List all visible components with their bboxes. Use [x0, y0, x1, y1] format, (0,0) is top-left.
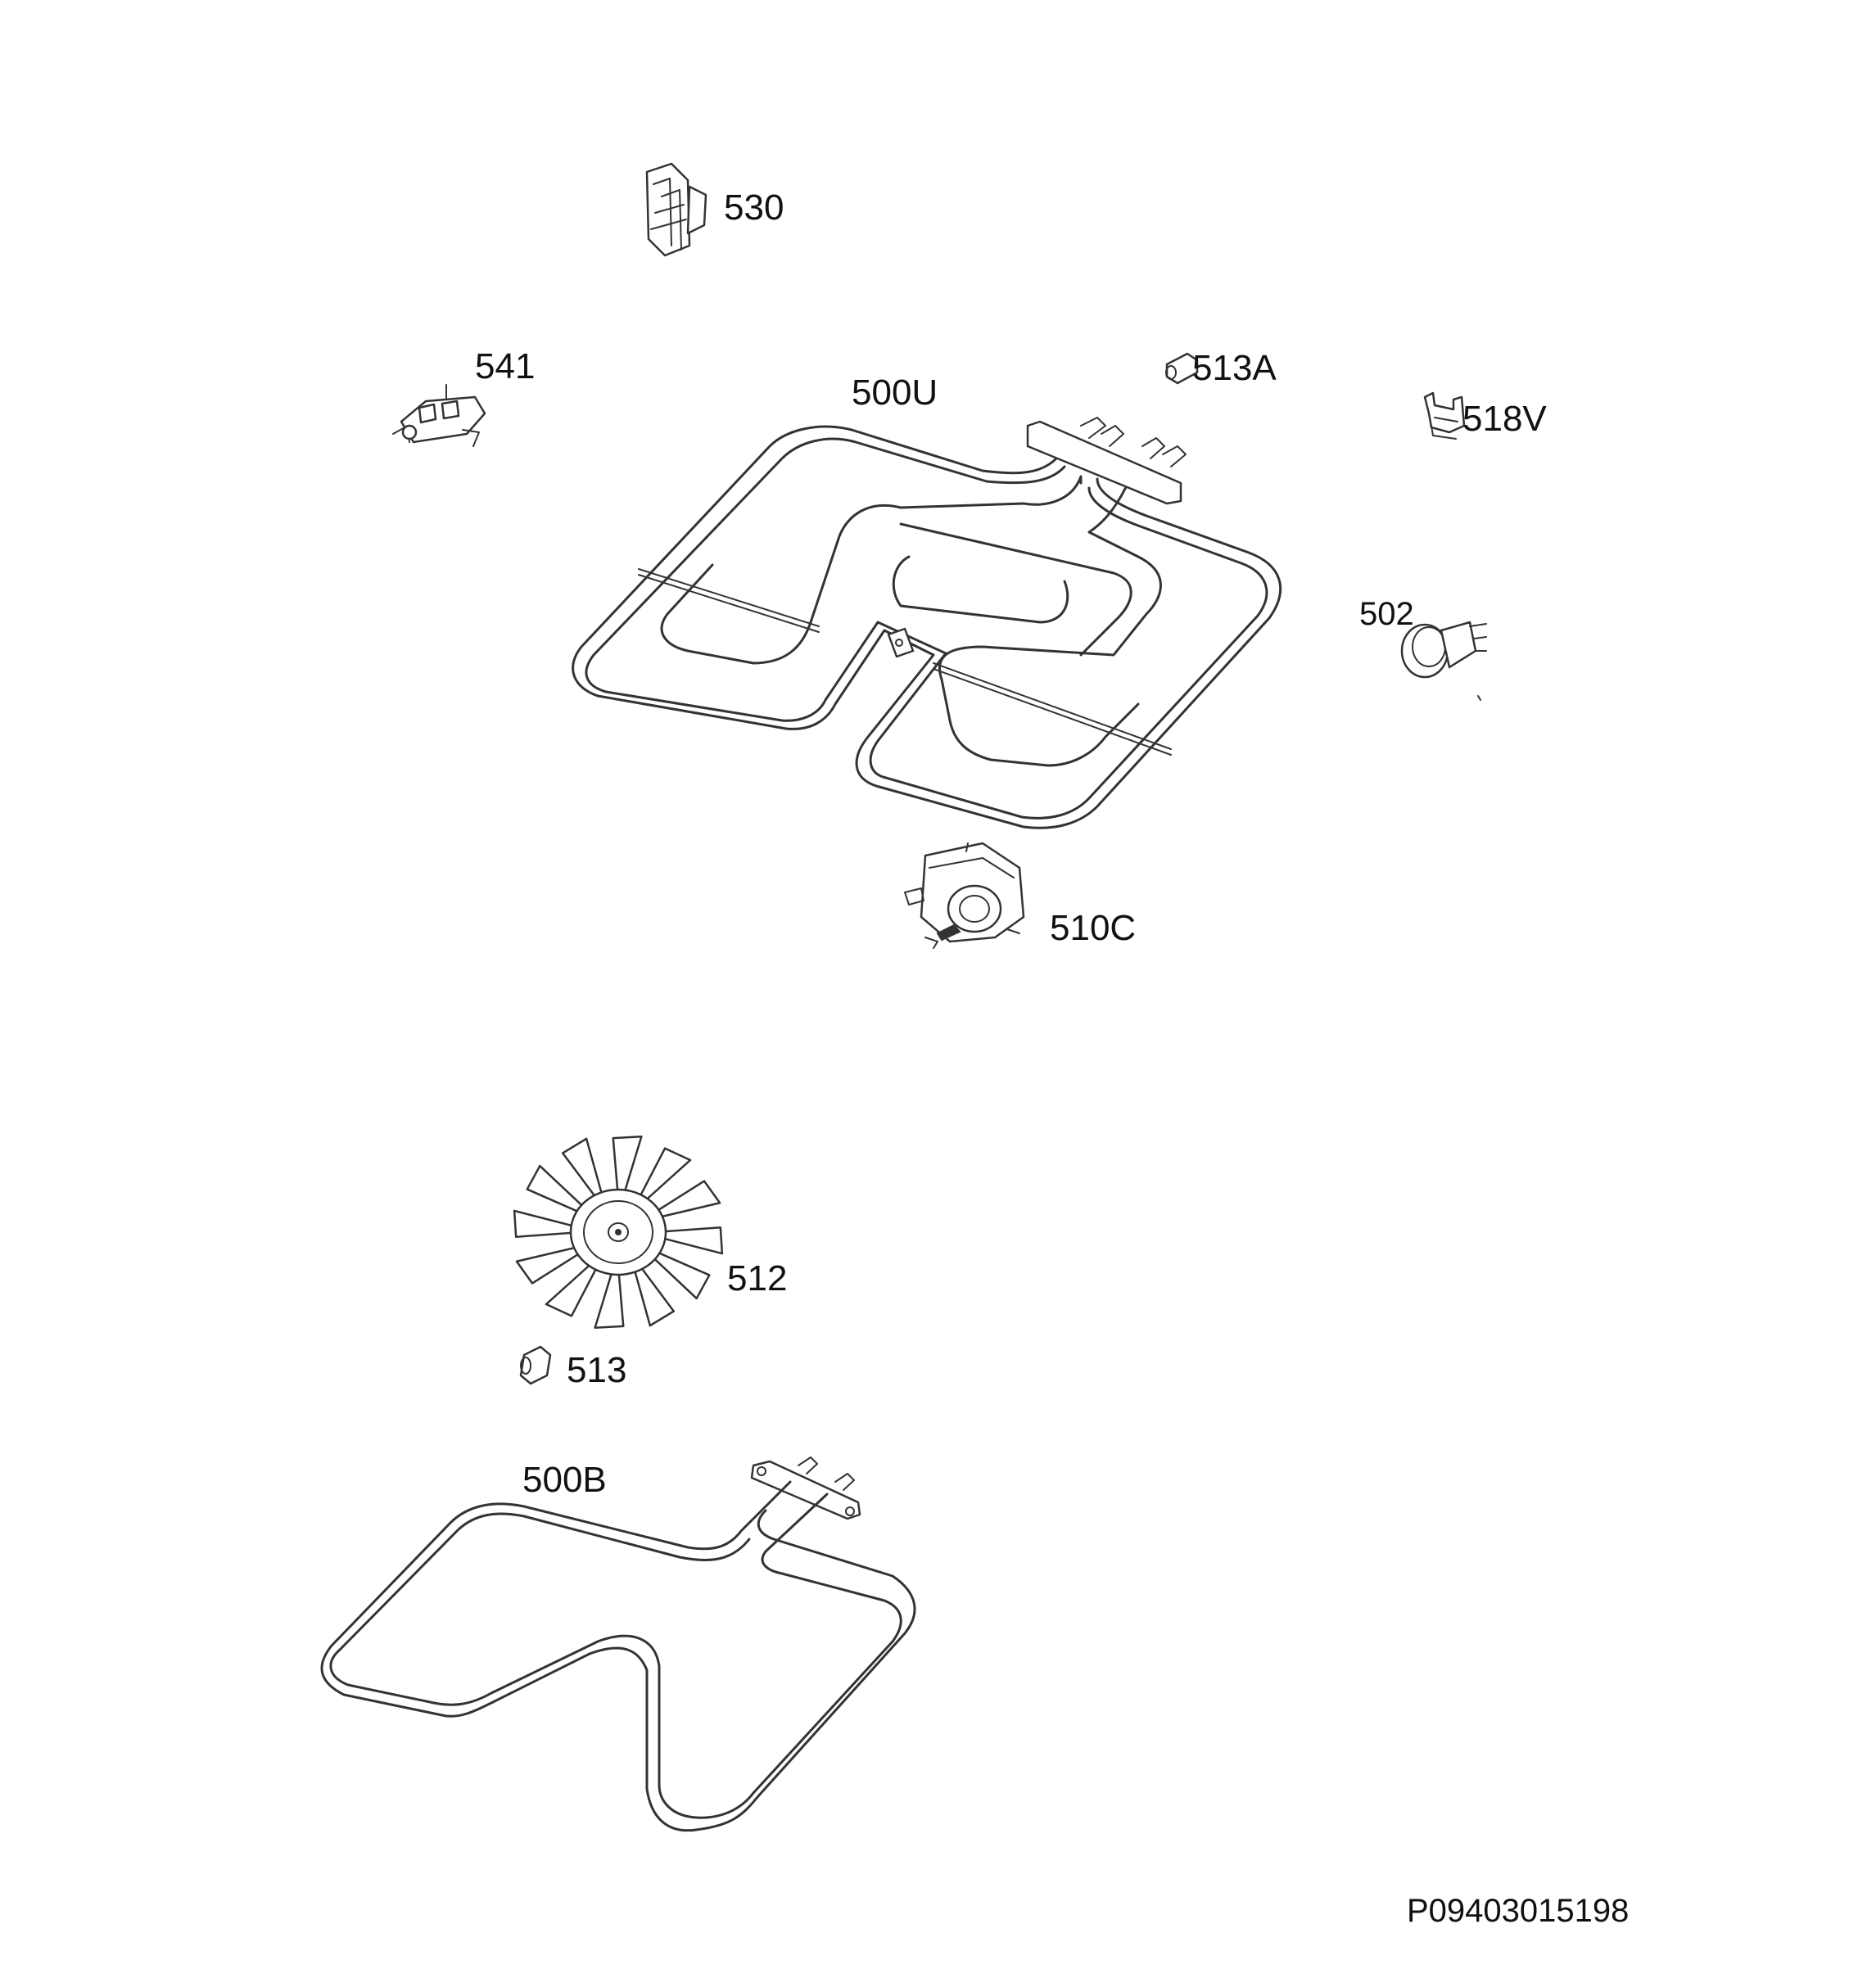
nut-icon	[1165, 352, 1199, 385]
part-label-512: 512	[727, 1258, 788, 1298]
part-label-530: 530	[724, 187, 784, 228]
bottom-heating-element-icon	[320, 1456, 916, 1832]
part-label-518V: 518V	[1462, 399, 1547, 439]
upper-grill-heating-element-icon	[572, 417, 1282, 829]
part-label-510C: 510C	[1050, 908, 1137, 948]
part-label-513A: 513A	[1192, 348, 1277, 388]
drawing-code: P09403015198	[1407, 1893, 1630, 1929]
bracket-clip-icon	[1423, 391, 1466, 440]
part-label-500U: 500U	[852, 373, 938, 413]
terminal-clip-icon	[645, 162, 707, 257]
part-label-502: 502	[1359, 596, 1414, 632]
part-label-541: 541	[475, 346, 536, 386]
terminal-block-icon	[392, 384, 486, 447]
fan-motor-icon	[904, 842, 1025, 949]
part-label-500B: 500B	[522, 1460, 607, 1500]
fan-blade-icon	[513, 1136, 724, 1329]
oven-lamp-icon	[1400, 621, 1487, 701]
part-label-513: 513	[567, 1350, 627, 1390]
nut-icon	[519, 1345, 552, 1385]
